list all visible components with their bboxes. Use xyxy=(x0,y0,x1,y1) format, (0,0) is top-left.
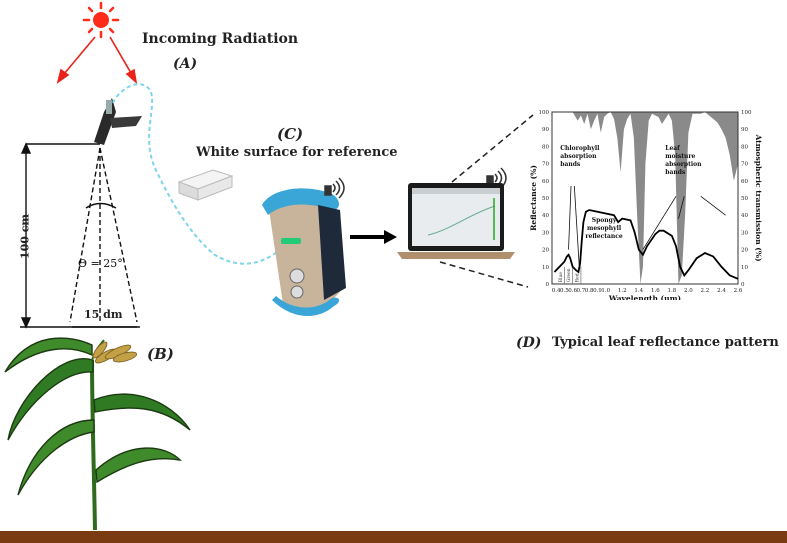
annotation-arrow xyxy=(678,196,685,219)
x-tick-label: 0.5 xyxy=(560,288,569,294)
label-b: (B) xyxy=(147,345,174,363)
white-reference-panel xyxy=(177,169,234,201)
x-tick-label: 1.6 xyxy=(651,288,660,294)
data-transfer-arrow xyxy=(350,230,397,244)
y2-tick-label: 40 xyxy=(741,213,748,219)
annotation-chlorophyll: Chlorophyll xyxy=(560,145,600,152)
y2-tick-label: 80 xyxy=(741,144,748,150)
field-of-view-cone xyxy=(20,142,140,329)
annotation-arrow xyxy=(700,195,726,216)
x-tick-label: 2.6 xyxy=(734,288,743,294)
x-tick-label: 1.8 xyxy=(667,288,676,294)
y-tick-label: 50 xyxy=(542,196,549,202)
y2-tick-label: 90 xyxy=(741,127,748,133)
y-tick-label: 100 xyxy=(539,110,550,116)
y2-tick-label: 10 xyxy=(741,265,748,271)
atmospheric-transmission-area xyxy=(552,112,738,284)
y2-tick-label: 30 xyxy=(741,230,748,236)
x-axis-label: Wavelength (µm) xyxy=(608,294,681,300)
x-tick-label: 1.2 xyxy=(618,288,627,294)
annotation-spongy: reflectance xyxy=(585,233,622,240)
angle-label: Θ = 25° xyxy=(78,257,123,270)
y2-axis-label: Atmospheric transmission (%) xyxy=(754,133,763,261)
height-label: 100 cm xyxy=(18,213,32,260)
annotation-moisture: Leaf xyxy=(665,145,680,152)
reflectance-line xyxy=(553,209,739,280)
plant-illustration xyxy=(4,337,191,531)
x-tick-label: 2.0 xyxy=(684,288,693,294)
x-tick-label: 1.0 xyxy=(601,288,610,294)
y-tick-label: 10 xyxy=(542,265,549,271)
zoom-lines xyxy=(439,114,534,288)
x-tick-label: 0.8 xyxy=(585,288,594,294)
band-label: Green xyxy=(566,268,572,282)
annotation-chlorophyll: bands xyxy=(560,161,581,168)
y2-tick-label: 50 xyxy=(741,196,748,202)
y-tick-label: 90 xyxy=(542,127,549,133)
x-tick-label: 0.9 xyxy=(593,288,602,294)
radiation-arrows xyxy=(56,36,138,85)
d-title: Typical leaf reflectance pattern xyxy=(552,335,779,350)
y-tick-label: 40 xyxy=(542,213,549,219)
ground xyxy=(0,531,787,543)
band-label: Red xyxy=(574,273,580,282)
annotation-moisture: absorption xyxy=(665,161,702,168)
y-tick-label: 60 xyxy=(542,179,549,185)
y2-tick-label: 100 xyxy=(741,110,752,116)
y-tick-label: 20 xyxy=(542,248,549,254)
y2-tick-label: 70 xyxy=(741,162,748,168)
y-tick-label: 80 xyxy=(542,144,549,150)
sun-icon xyxy=(82,1,120,39)
y2-tick-label: 0 xyxy=(741,282,745,288)
annotation-spongy: mesophyll xyxy=(587,225,622,232)
label-c: (C) xyxy=(277,125,304,143)
y2-tick-label: 20 xyxy=(741,248,748,254)
annotation-moisture: moisture xyxy=(665,153,695,160)
x-tick-label: 2.2 xyxy=(701,288,710,294)
x-tick-label: 2.4 xyxy=(717,288,726,294)
x-tick-label: 0.4 xyxy=(552,288,561,294)
annotation-chlorophyll: absorption xyxy=(560,153,597,160)
fiber-optic-cable xyxy=(112,83,286,265)
laptop-icon xyxy=(397,183,515,259)
label-a: (A) xyxy=(173,56,198,72)
plot-frame xyxy=(551,111,739,285)
x-tick-label: 0.7 xyxy=(577,288,586,294)
spectroradiometer-device xyxy=(262,188,346,317)
annotation-moisture: bands xyxy=(665,169,686,176)
sensor-probe-icon xyxy=(94,98,142,145)
annotation-arrow xyxy=(642,196,677,250)
y-tick-label: 0 xyxy=(546,282,550,288)
y-axis-label: Reflectance (%) xyxy=(529,165,538,231)
annotation-spongy: Spongy xyxy=(592,217,617,224)
y-tick-label: 70 xyxy=(542,162,549,168)
x-tick-label: 1.4 xyxy=(634,288,643,294)
incoming-radiation-label: Incoming Radiation xyxy=(142,31,299,47)
y-tick-label: 30 xyxy=(542,230,549,236)
band-label: Blue xyxy=(558,272,564,283)
annotation-arrow xyxy=(568,185,572,250)
label-d: (D) xyxy=(516,335,542,351)
white-surface-label: White surface for reference xyxy=(196,145,398,160)
y2-tick-label: 60 xyxy=(741,179,748,185)
width-label: 15 dm xyxy=(84,308,123,321)
x-tick-label: 0.6 xyxy=(568,288,577,294)
annotation-arrow xyxy=(573,185,580,267)
